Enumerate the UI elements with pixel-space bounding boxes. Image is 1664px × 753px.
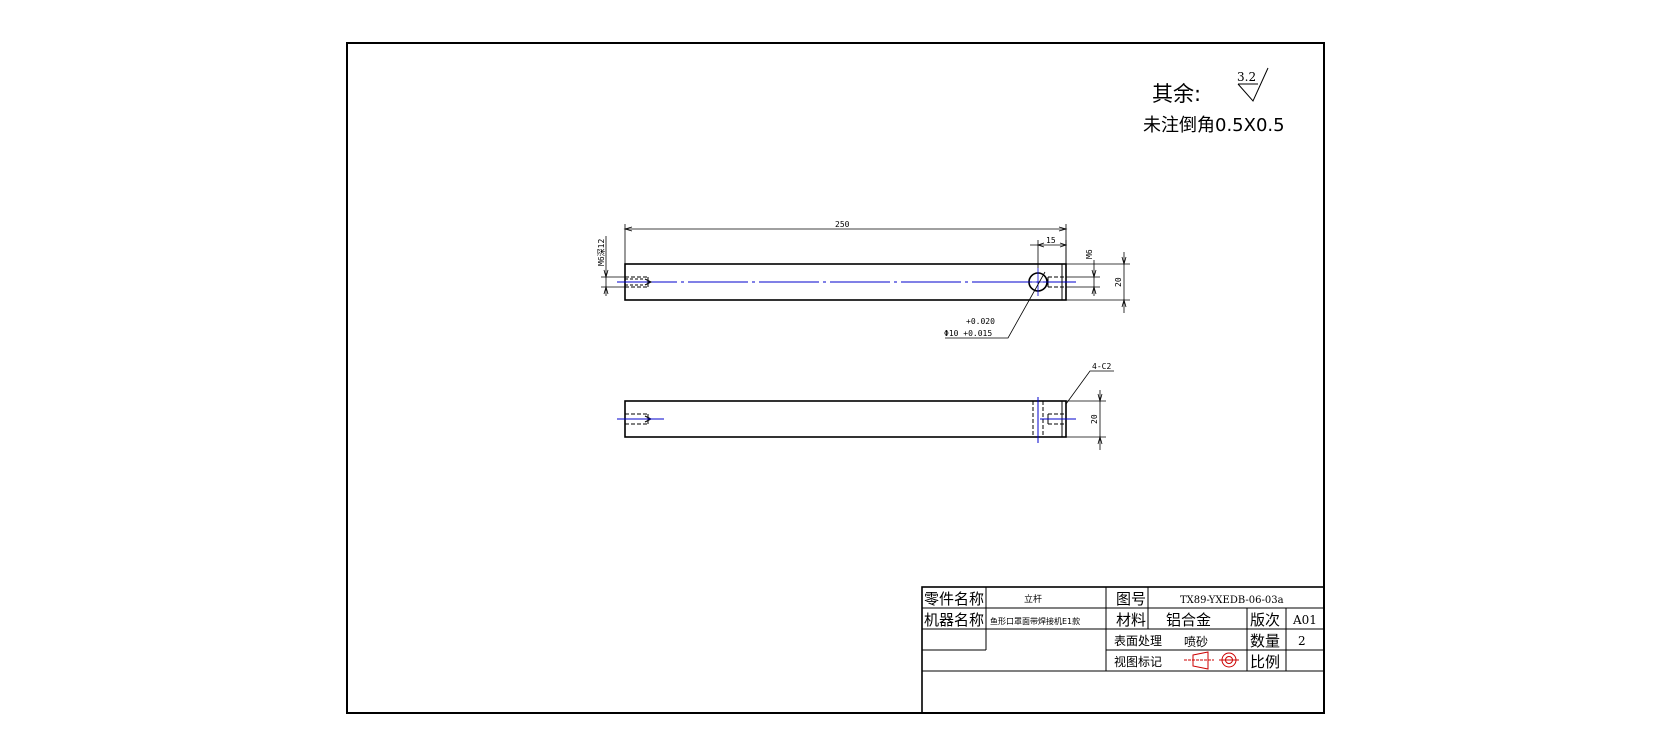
dim-length: [623, 224, 1068, 264]
dim-thread: [601, 236, 625, 296]
tolerance-upper: +0.020: [966, 317, 995, 326]
dim-diameter-bottom-label: 20: [1090, 414, 1099, 424]
other-roughness-label: 其余:: [1152, 82, 1201, 106]
machine-name-label: 机器名称: [924, 611, 984, 629]
dim-small-dia-label: M6: [1085, 249, 1094, 259]
quantity-value: 2: [1298, 634, 1306, 648]
material-value: 铝合金: [1166, 611, 1211, 629]
projection-symbol-icon: [1184, 651, 1239, 670]
title-block: 零件名称 立杆 图号 TX89-YXEDB-06-03a 机器名称 鱼形口罩面带…: [921, 586, 1325, 714]
quantity-label: 数量: [1250, 632, 1280, 650]
material-label: 材料: [1116, 611, 1146, 629]
revision-label: 版次: [1250, 611, 1280, 629]
front-view: 250 15 +0.020 Φ10 +0.015 M6深12: [597, 220, 1130, 339]
threaded-hole-left: [625, 276, 653, 288]
surface-value: 喷砂: [1184, 635, 1208, 649]
hole-leader: [945, 271, 1046, 339]
drawing-frame: [346, 42, 1325, 714]
dim-hole-offset-label: 15: [1046, 236, 1056, 245]
roughness-value: 3.2: [1237, 70, 1256, 84]
tolerance-lower: Φ10 +0.015: [944, 329, 992, 338]
part-name-label: 零件名称: [924, 590, 984, 608]
dim-thread-label: M6深12: [597, 239, 606, 266]
view-label: 视图标记: [1114, 654, 1162, 669]
dim-diameter-front: [1066, 252, 1130, 313]
chamfer-note: 未注倒角0.5X0.5: [1143, 115, 1285, 136]
dim-hole-offset: [1030, 240, 1068, 268]
dim-small-dia: [1066, 260, 1100, 296]
revision-value: A01: [1292, 613, 1317, 627]
machine-name-value: 鱼形口罩面带焊接机E1款: [990, 616, 1080, 626]
dim-diameter-front-label: 20: [1114, 277, 1123, 287]
chamfer-label: 4-C2: [1092, 362, 1111, 371]
dim-diameter-bottom: [1066, 390, 1106, 450]
surface-label: 表面处理: [1114, 634, 1162, 648]
part-name-value: 立杆: [1024, 593, 1042, 605]
dim-length-label: 250: [835, 220, 850, 229]
surface-roughness-symbol: 3.2: [1237, 67, 1269, 102]
scale-label: 比例: [1250, 653, 1280, 671]
chamfer-leader: [1065, 370, 1114, 405]
drawing-no-value: TX89-YXEDB-06-03a: [1180, 595, 1284, 606]
bottom-view: 4-C2 20: [617, 362, 1114, 450]
rod-outline-bottom: [624, 400, 1067, 438]
drawing-no-label: 图号: [1116, 590, 1146, 608]
